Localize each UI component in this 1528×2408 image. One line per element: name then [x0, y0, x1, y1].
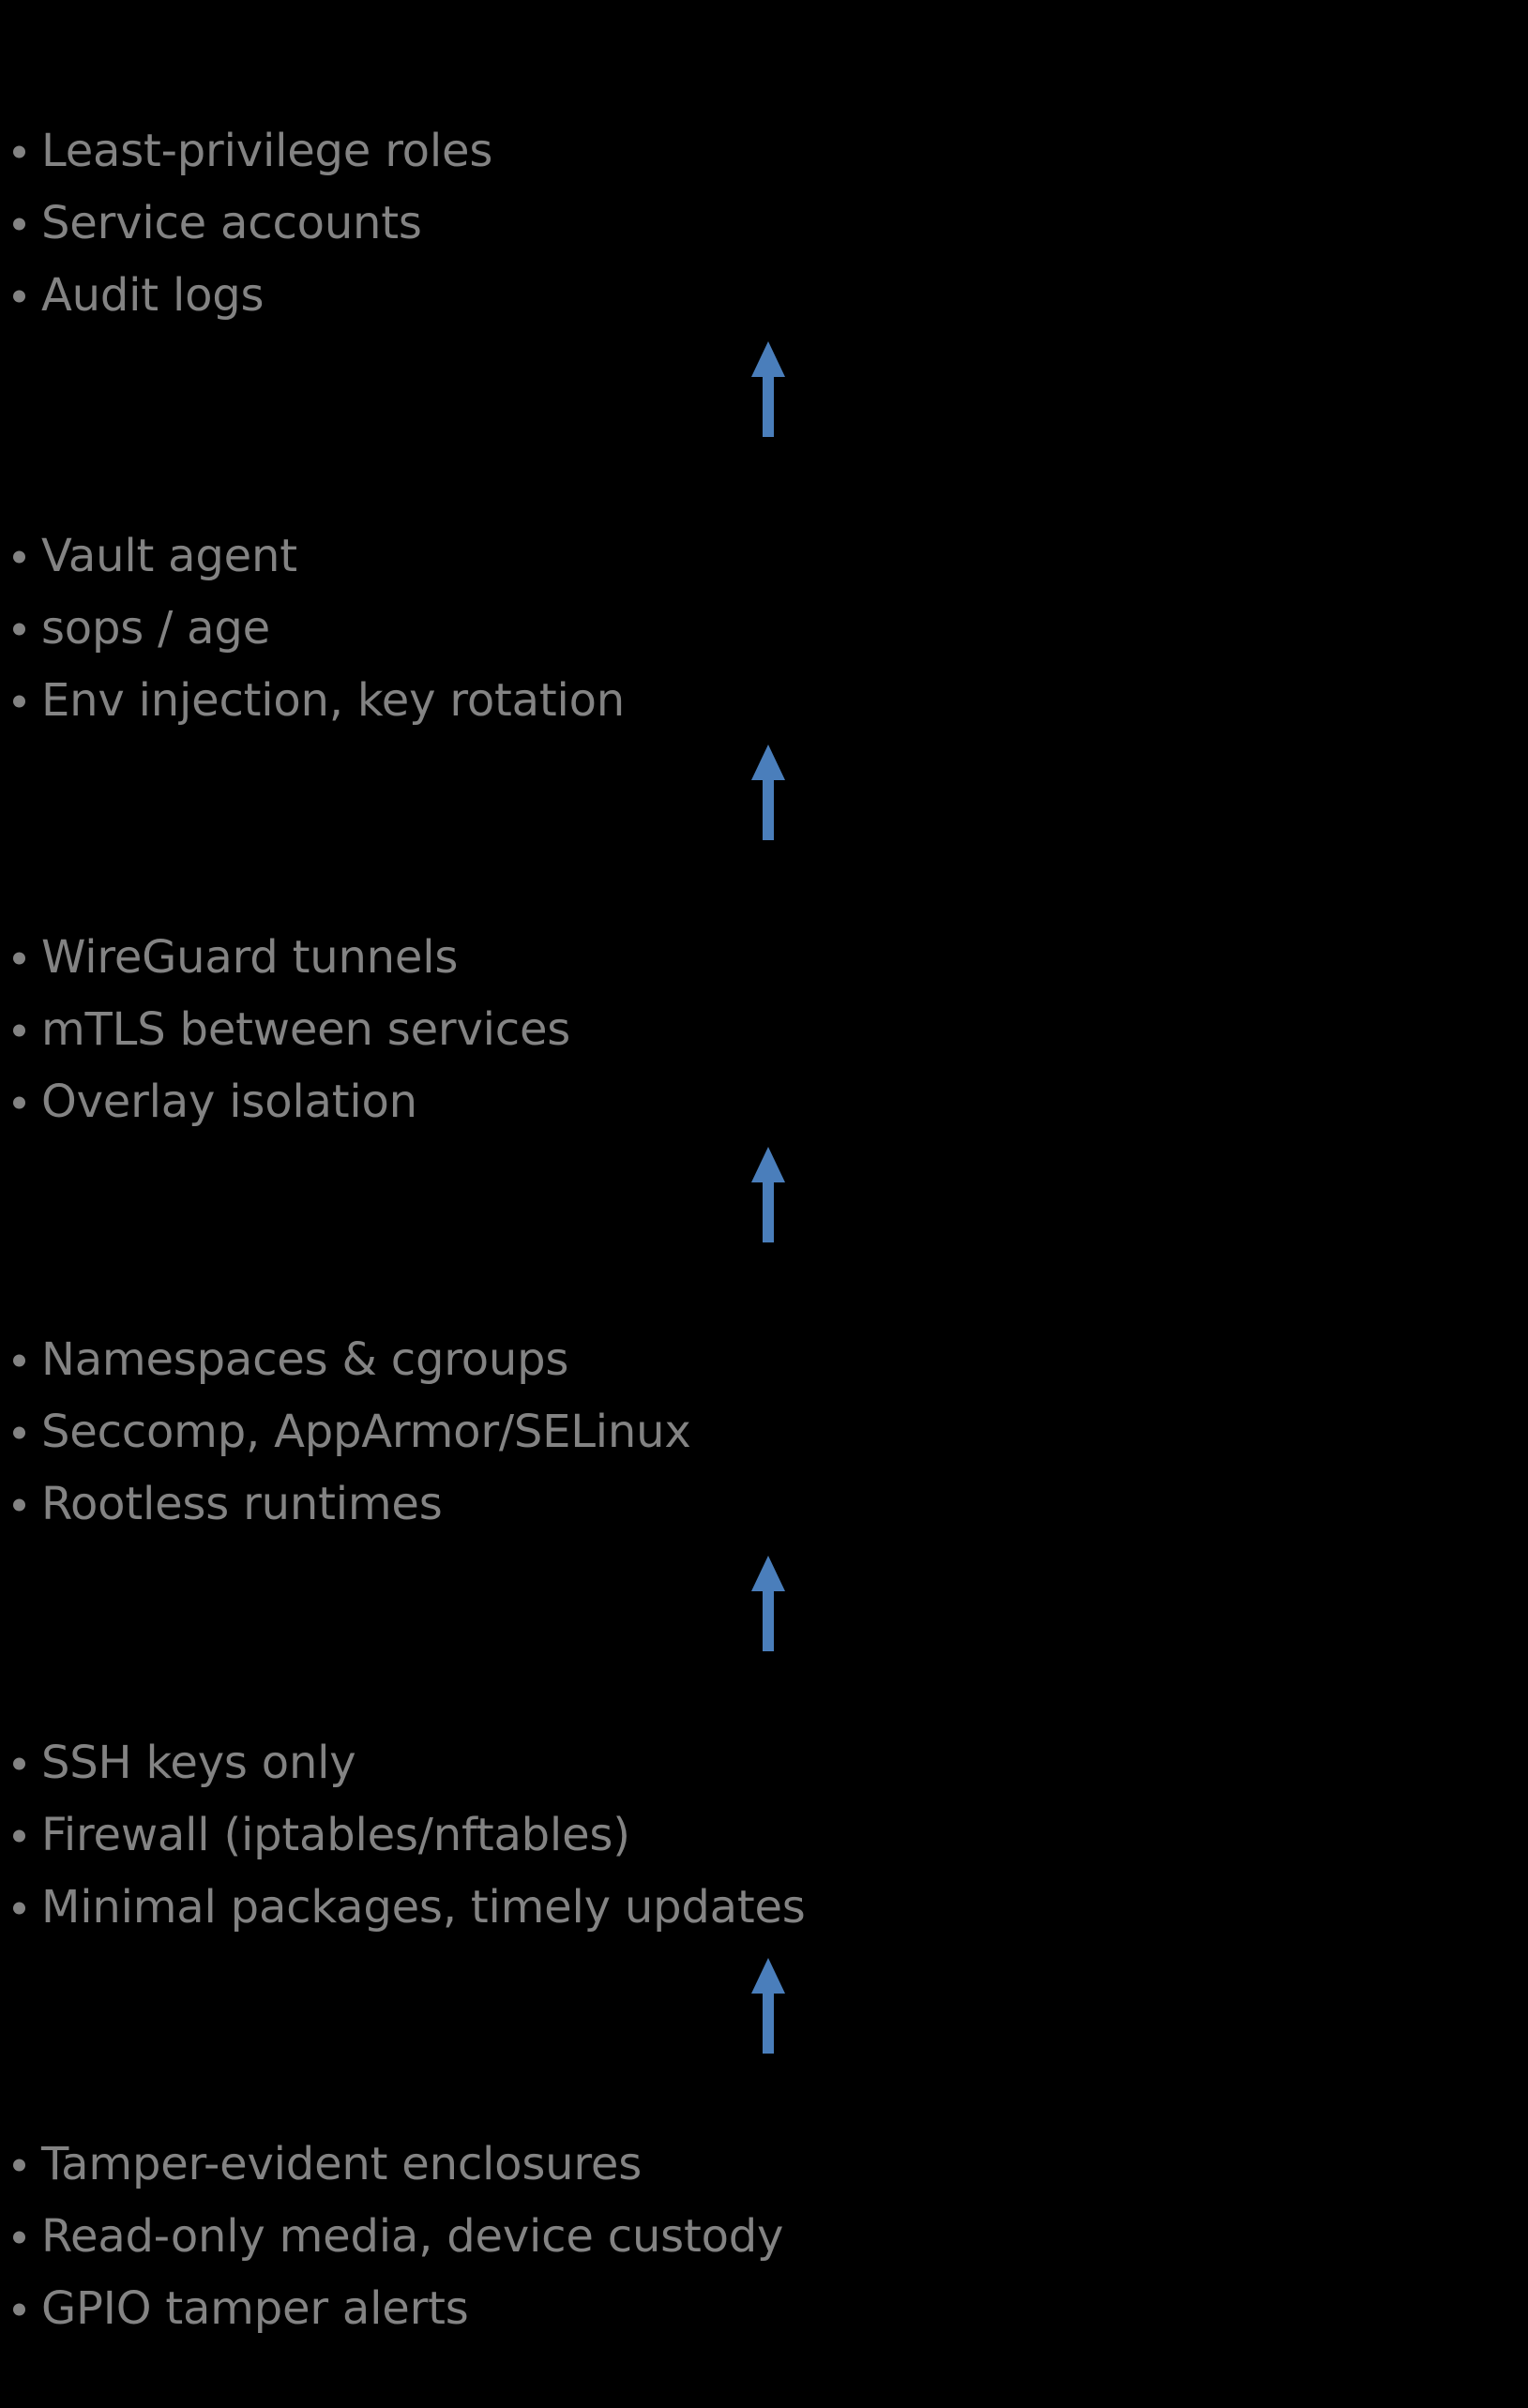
- bullet-dot-icon: [13, 550, 25, 563]
- list-item-label: Vault agent: [41, 530, 297, 582]
- list-item-label: Namespaces & cgroups: [41, 1333, 569, 1386]
- bullet-dot-icon: [13, 2303, 25, 2315]
- bullet-list: Tamper-evident enclosures Read-only medi…: [0, 2129, 1313, 2345]
- arrow-up-icon: [740, 1954, 796, 2057]
- list-item: Env injection, key rotation: [0, 665, 1313, 737]
- bullet-list: WireGuard tunnels mTLS between services …: [0, 922, 1313, 1138]
- list-item: SSH keys only: [0, 1727, 1313, 1799]
- bullet-dot-icon: [13, 952, 25, 964]
- list-item: Minimal packages, timely updates: [0, 1872, 1313, 1944]
- list-item: Read-only media, device custody: [0, 2201, 1313, 2273]
- list-item-label: Audit logs: [41, 269, 265, 322]
- bullet-dot-icon: [13, 1096, 25, 1108]
- list-item: Seccomp, AppArmor/SELinux: [0, 1396, 1313, 1468]
- bullet-dot-icon: [13, 1829, 25, 1842]
- bullet-dot-icon: [13, 290, 25, 302]
- list-item: Tamper-evident enclosures: [0, 2129, 1313, 2201]
- list-item: mTLS between services: [0, 994, 1313, 1066]
- layer-block-secrets-management: Vault agent sops / age Env injection, ke…: [0, 520, 1313, 737]
- bullet-dot-icon: [13, 2231, 25, 2243]
- bullet-dot-icon: [13, 2159, 25, 2171]
- list-item: GPIO tamper alerts: [0, 2273, 1313, 2345]
- bullet-dot-icon: [13, 1024, 25, 1036]
- list-item-label: Env injection, key rotation: [41, 674, 625, 727]
- layer-block-physical-security: Tamper-evident enclosures Read-only medi…: [0, 2129, 1313, 2345]
- arrow-up-icon: [740, 1143, 796, 1246]
- list-item: Service accounts: [0, 188, 1313, 260]
- bullet-list: Vault agent sops / age Env injection, ke…: [0, 520, 1313, 737]
- bullet-dot-icon: [13, 1354, 25, 1366]
- list-item-label: Firewall (iptables/nftables): [41, 1809, 630, 1861]
- list-item-label: WireGuard tunnels: [41, 931, 459, 984]
- list-item-label: sops / age: [41, 602, 270, 655]
- list-item: Audit logs: [0, 260, 1313, 332]
- list-item: sops / age: [0, 593, 1313, 665]
- bullet-list: Namespaces & cgroups Seccomp, AppArmor/S…: [0, 1324, 1313, 1541]
- layer-block-network-security: WireGuard tunnels mTLS between services …: [0, 922, 1313, 1138]
- bullet-list: SSH keys only Firewall (iptables/nftable…: [0, 1727, 1313, 1944]
- bullet-dot-icon: [13, 1757, 25, 1769]
- list-item-label: GPIO tamper alerts: [41, 2282, 469, 2335]
- list-item-label: Rootless runtimes: [41, 1478, 443, 1530]
- list-item: WireGuard tunnels: [0, 922, 1313, 994]
- list-item: Vault agent: [0, 520, 1313, 593]
- arrow-up-icon: [740, 1552, 796, 1655]
- layer-block-identity-and-access: Least-privilege roles Service accounts A…: [0, 115, 1313, 332]
- list-item-label: Overlay isolation: [41, 1076, 417, 1128]
- bullet-dot-icon: [13, 145, 25, 158]
- list-item-label: Minimal packages, timely updates: [41, 1881, 806, 1934]
- list-item-label: SSH keys only: [41, 1737, 356, 1789]
- arrow-up-icon: [740, 338, 796, 441]
- arrow-up-icon: [740, 741, 796, 844]
- list-item-label: Least-privilege roles: [41, 125, 493, 177]
- list-item: Namespaces & cgroups: [0, 1324, 1313, 1396]
- bullet-dot-icon: [13, 1426, 25, 1438]
- list-item-label: Tamper-evident enclosures: [41, 2138, 643, 2190]
- layer-block-container-isolation: Namespaces & cgroups Seccomp, AppArmor/S…: [0, 1324, 1313, 1541]
- list-item-label: Service accounts: [41, 197, 422, 249]
- list-item: Least-privilege roles: [0, 115, 1313, 188]
- list-item: Overlay isolation: [0, 1066, 1313, 1138]
- bullet-dot-icon: [13, 218, 25, 230]
- list-item: Firewall (iptables/nftables): [0, 1799, 1313, 1872]
- layer-block-host-hardening: SSH keys only Firewall (iptables/nftable…: [0, 1727, 1313, 1944]
- list-item-label: Read-only media, device custody: [41, 2210, 784, 2263]
- bullet-dot-icon: [13, 623, 25, 635]
- list-item-label: mTLS between services: [41, 1003, 571, 1056]
- list-item: Rootless runtimes: [0, 1468, 1313, 1541]
- list-item-label: Seccomp, AppArmor/SELinux: [41, 1406, 691, 1458]
- bullet-dot-icon: [13, 1498, 25, 1511]
- bullet-dot-icon: [13, 695, 25, 707]
- bullet-list: Least-privilege roles Service accounts A…: [0, 115, 1313, 332]
- bullet-dot-icon: [13, 1902, 25, 1914]
